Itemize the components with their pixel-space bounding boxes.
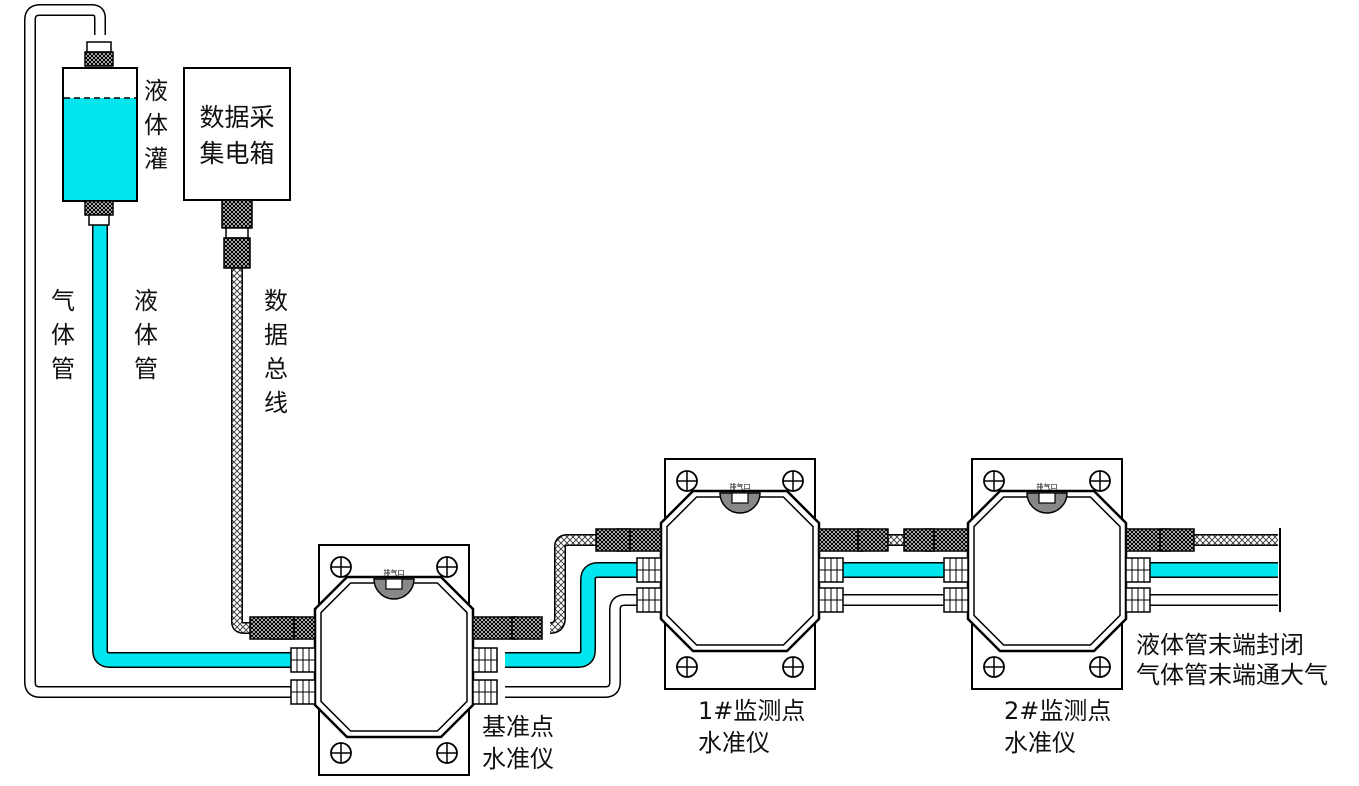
gauge-2-label-line1: 2#监测点 <box>1004 697 1112 725</box>
connection-ref-to-1 <box>505 534 645 698</box>
cable-connector <box>1159 528 1195 552</box>
bolt-icon <box>782 656 804 678</box>
cable-connector <box>595 528 631 552</box>
bolt-icon <box>436 742 458 764</box>
vent-label: 排气口 <box>1037 482 1058 491</box>
end-note-gas: 气体管末端通大气 <box>1136 661 1328 689</box>
bolt-icon <box>983 656 1005 678</box>
bolt-icon <box>1089 470 1111 492</box>
cable-connector <box>249 616 295 640</box>
vent-label: 排气口 <box>384 568 405 577</box>
cable-connector <box>857 528 889 552</box>
liquid-tank <box>62 41 138 226</box>
tank-label: 液体灌 <box>144 77 168 173</box>
collector-label-line1: 数据采 <box>199 103 275 132</box>
gauge-body <box>659 489 821 653</box>
reference-gauge-label-line2: 水准仪 <box>482 745 554 773</box>
gas-pipe <box>24 4 300 698</box>
liquid-pipe-label: 液体管 <box>134 287 158 383</box>
level-gauge-point2: 排气口 <box>923 458 1171 690</box>
gas-pipe-label: 气体管 <box>51 287 75 383</box>
bolt-icon <box>1089 656 1111 678</box>
collector-label-line2: 集电箱 <box>199 139 275 168</box>
bolt-icon <box>330 556 352 578</box>
bolt-icon <box>983 470 1005 492</box>
gauge-1-label-line2: 水准仪 <box>698 729 770 757</box>
bolt-icon <box>782 470 804 492</box>
reference-gauge-label-line1: 基准点 <box>482 713 554 741</box>
gauge-body <box>313 575 475 739</box>
cable-connector <box>511 616 543 640</box>
level-gauge-point1: 排气口 <box>616 458 864 690</box>
cable-connector <box>903 528 935 552</box>
vent-label: 排气口 <box>730 482 751 491</box>
data-bus-cable <box>231 265 252 634</box>
end-note-liquid: 液体管末端封闭 <box>1136 631 1304 659</box>
bolt-icon <box>676 470 698 492</box>
gauge-body <box>966 489 1128 653</box>
level-gauge-reference: 排气口 <box>270 544 518 776</box>
bolt-icon <box>676 656 698 678</box>
gauge-2-label-line2: 水准仪 <box>1004 729 1076 757</box>
bolt-icon <box>436 556 458 578</box>
gauge-1-label-line1: 1#监测点 <box>698 697 806 725</box>
bolt-icon <box>330 742 352 764</box>
data-bus-label: 数据总线 <box>264 287 288 417</box>
liquid-pipe <box>92 225 300 668</box>
data-collector-box <box>183 67 291 269</box>
